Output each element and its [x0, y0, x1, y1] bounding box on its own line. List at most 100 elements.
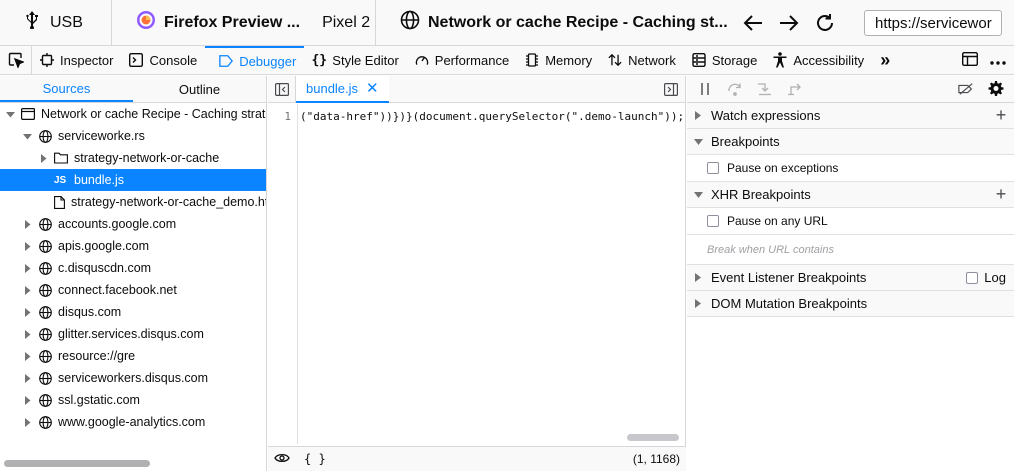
- tree-item-label: serviceworkers.disqus.com: [58, 371, 209, 385]
- log-option[interactable]: Log: [966, 270, 1014, 285]
- tree-item-domain[interactable]: serviceworke.rs: [0, 125, 266, 147]
- toggle-debugger-pane-button[interactable]: [657, 76, 685, 103]
- device-info[interactable]: Firefox Preview ... Pixel 2: [112, 0, 376, 46]
- breakpoints-header[interactable]: Breakpoints: [687, 129, 1014, 155]
- tab-style-editor[interactable]: {} Style Editor: [304, 46, 406, 74]
- tree-item-domain[interactable]: resource://gre: [0, 345, 266, 367]
- pause-on-any-url-option[interactable]: Pause on any URL: [687, 208, 1014, 235]
- debugged-tab[interactable]: Network or cache Recipe - Caching st...: [376, 0, 732, 46]
- pause-on-any-url-checkbox[interactable]: [707, 215, 719, 227]
- tree-item-label: www.google-analytics.com: [58, 415, 206, 429]
- step-over-button[interactable]: [727, 81, 743, 97]
- debugger-settings-button[interactable]: [988, 81, 1004, 97]
- device-model: Pixel 2: [322, 13, 371, 31]
- dom-mutation-breakpoints-header[interactable]: DOM Mutation Breakpoints: [687, 291, 1014, 317]
- collapsed-arrow-icon: [22, 263, 32, 273]
- tab-storage[interactable]: Storage: [684, 46, 766, 74]
- tree-item-file-selected[interactable]: JS bundle.js: [0, 169, 266, 191]
- tree-item-domain[interactable]: www.google-analytics.com: [0, 411, 266, 433]
- window-icon: [21, 107, 35, 121]
- reload-button[interactable]: [814, 12, 836, 34]
- tree-item-label: apis.google.com: [58, 239, 150, 253]
- globe-icon: [38, 305, 52, 319]
- arrow-left-icon: [743, 14, 762, 31]
- pause-on-any-url-label: Pause on any URL: [727, 214, 828, 228]
- line-number[interactable]: 1: [268, 104, 298, 444]
- collapsed-arrow-icon: [22, 395, 32, 405]
- tab-performance[interactable]: Performance: [407, 46, 517, 74]
- forward-button[interactable]: [778, 12, 800, 34]
- tree-item-domain[interactable]: c.disquscdn.com: [0, 257, 266, 279]
- tab-debugger[interactable]: Debugger: [205, 46, 305, 74]
- globe-icon: [38, 415, 52, 429]
- tab-style-editor-label: Style Editor: [332, 52, 399, 68]
- expanded-arrow-icon: [6, 109, 15, 119]
- deactivate-breakpoints-button[interactable]: [958, 81, 974, 97]
- tab-memory[interactable]: Memory: [517, 46, 600, 74]
- cursor-position: (1, 1168): [632, 452, 680, 466]
- code-line[interactable]: ("data-href"))})}(document.querySelector…: [300, 110, 685, 123]
- tree-item-domain[interactable]: glitter.services.disqus.com: [0, 323, 266, 345]
- tab-network-label: Network: [628, 52, 676, 68]
- editor-horizontal-scrollbar[interactable]: [627, 434, 679, 441]
- globe-icon: [400, 10, 420, 35]
- more-tools-button[interactable]: »: [872, 46, 898, 74]
- tree-item-domain[interactable]: connect.facebook.net: [0, 279, 266, 301]
- watch-expressions-header[interactable]: Watch expressions +: [687, 103, 1014, 129]
- tree-item-label: strategy-network-or-cache_demo.htr: [71, 195, 266, 209]
- usb-connection[interactable]: USB: [0, 0, 112, 46]
- expanded-arrow-icon: [693, 191, 703, 199]
- dock-layout-button[interactable]: [961, 51, 979, 69]
- editor-tab-bundle[interactable]: bundle.js ✕: [296, 75, 389, 103]
- tab-performance-label: Performance: [434, 52, 510, 68]
- tree-item-domain[interactable]: accounts.google.com: [0, 213, 266, 235]
- pause-on-exceptions-checkbox[interactable]: [707, 162, 719, 174]
- firefox-preview-icon: [136, 10, 156, 35]
- debugger-icon: [219, 54, 234, 68]
- tree-item-tab[interactable]: Network or cache Recipe - Caching strate…: [0, 103, 266, 125]
- pause-on-exceptions-option[interactable]: Pause on exceptions: [687, 155, 1014, 182]
- element-picker-button[interactable]: [0, 46, 32, 74]
- tree-item-label: serviceworke.rs: [58, 129, 145, 143]
- log-checkbox[interactable]: [966, 271, 979, 284]
- tab-inspector[interactable]: Inspector: [32, 46, 121, 74]
- step-in-button[interactable]: [757, 81, 773, 97]
- expanded-arrow-icon: [22, 131, 32, 141]
- step-out-button[interactable]: [787, 81, 803, 97]
- xhr-url-input[interactable]: Break when URL contains: [687, 235, 1014, 265]
- tree-item-domain[interactable]: apis.google.com: [0, 235, 266, 257]
- close-icon[interactable]: ✕: [366, 80, 379, 97]
- more-horizontal-icon: [990, 60, 1006, 65]
- tree-item-folder[interactable]: strategy-network-or-cache: [0, 147, 266, 169]
- tree-item-file[interactable]: strategy-network-or-cache_demo.htr: [0, 191, 266, 213]
- tab-sources[interactable]: Sources: [0, 76, 133, 102]
- globe-icon: [38, 393, 52, 407]
- event-listener-breakpoints-header[interactable]: Event Listener Breakpoints Log: [687, 265, 1014, 291]
- tab-console[interactable]: Console: [121, 46, 205, 74]
- sources-horizontal-scrollbar[interactable]: [4, 460, 150, 467]
- tab-network[interactable]: Network: [600, 46, 684, 74]
- toolbox-menu-button[interactable]: [990, 53, 1006, 68]
- tree-item-label: Network or cache Recipe - Caching strate…: [41, 107, 266, 121]
- toggle-sources-pane-button[interactable]: [268, 75, 296, 103]
- tab-accessibility[interactable]: Accessibility: [765, 46, 872, 74]
- add-xhr-breakpoint-button[interactable]: +: [995, 184, 1007, 204]
- braces-icon: {}: [311, 52, 328, 68]
- gear-icon: [988, 81, 1004, 96]
- step-over-icon: [728, 83, 741, 96]
- tree-item-domain[interactable]: serviceworkers.disqus.com: [0, 367, 266, 389]
- pause-button[interactable]: [697, 81, 713, 97]
- tree-item-domain[interactable]: disqus.com: [0, 301, 266, 323]
- pretty-print-button[interactable]: { }: [304, 452, 326, 466]
- tree-item-domain[interactable]: ssl.gstatic.com: [0, 389, 266, 411]
- add-watch-expression-button[interactable]: +: [995, 105, 1007, 125]
- tree-item-label: resource://gre: [58, 349, 136, 363]
- back-button[interactable]: [742, 12, 764, 34]
- collapsed-arrow-icon: [22, 351, 32, 361]
- url-field[interactable]: https://servicewor: [864, 9, 1002, 36]
- blackbox-source-button[interactable]: [274, 452, 290, 467]
- tab-debugger-label: Debugger: [239, 53, 297, 69]
- tab-outline[interactable]: Outline: [178, 81, 221, 97]
- xhr-breakpoints-header[interactable]: XHR Breakpoints +: [687, 182, 1014, 208]
- code-area[interactable]: 1 ("data-href"))})}(document.querySelect…: [268, 104, 686, 444]
